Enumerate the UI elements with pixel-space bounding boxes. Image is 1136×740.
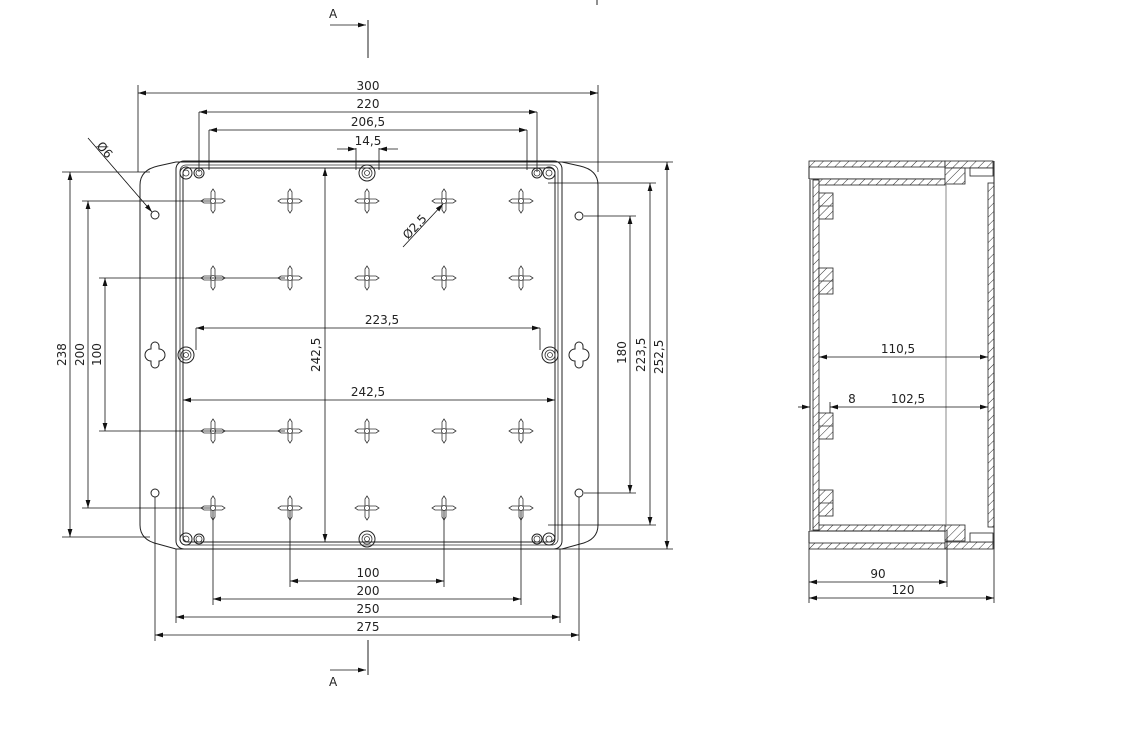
flange-hole-icon — [150, 488, 160, 498]
mounting-point-icon — [200, 188, 226, 214]
side-section-view: 110,5 8 102,5 90 120 — [798, 160, 995, 603]
body-inner-wall — [182, 167, 556, 543]
dim-180: 180 — [615, 341, 629, 364]
mounting-grid — [200, 188, 534, 521]
internal-boss-section — [818, 412, 834, 440]
bottom-wall — [817, 524, 947, 532]
dim-223-5-horizontal: 223,5 — [365, 313, 399, 327]
mounting-point-icon — [431, 418, 457, 444]
screw-boss-icon — [358, 164, 376, 182]
dim-100-horizontal: 100 — [357, 566, 380, 580]
corner-boss-icon — [179, 166, 205, 180]
dim-102-5: 102,5 — [891, 392, 925, 406]
dim-110-5: 110,5 — [881, 342, 915, 356]
body-rim — [179, 164, 559, 546]
dim-8: 8 — [848, 392, 856, 406]
dim-206-5: 206,5 — [351, 115, 385, 129]
mounting-point-icon — [508, 265, 534, 291]
body-outline — [175, 160, 563, 550]
dim-242-5-vertical: 242,5 — [309, 338, 323, 372]
dim-200-vertical: 200 — [73, 343, 87, 366]
dim-250: 250 — [357, 602, 380, 616]
flange-hole-icon — [574, 488, 584, 498]
mounting-point-icon — [508, 188, 534, 214]
internal-boss-section — [818, 489, 834, 517]
dim-90: 90 — [870, 567, 885, 581]
mounting-point-icon — [431, 265, 457, 291]
screw-bosses — [177, 164, 559, 548]
dim-14-5: 14,5 — [355, 134, 382, 148]
screw-boss-icon — [541, 346, 559, 364]
dim-200-horizontal: 200 — [357, 584, 380, 598]
mounting-point-icon — [277, 188, 303, 214]
front-view: 300 220 206,5 14,5 Ø6 Ø2,5 242,5 223,5 2… — [55, 79, 673, 641]
mounting-point-icon — [431, 188, 457, 214]
flange-outline — [139, 161, 599, 550]
mounting-point-icon — [354, 265, 380, 291]
keyhole-slot-icon — [568, 341, 590, 369]
section-marker-bottom: A — [329, 640, 369, 689]
mounting-point-icon — [354, 418, 380, 444]
internal-boss-section — [818, 192, 834, 220]
internal-boss-section — [818, 267, 834, 295]
corner-boss-icon — [531, 532, 556, 546]
callout-flange-hole: Ø6 — [94, 139, 116, 161]
mounting-point-icon — [508, 418, 534, 444]
lid-flange-top — [808, 160, 946, 168]
dim-252-5: 252,5 — [652, 340, 666, 374]
mounting-point-icon — [277, 265, 303, 291]
section-label-top: A — [329, 7, 338, 21]
callout-mount-hole: Ø2,5 — [400, 212, 430, 242]
mounting-point-icon — [354, 495, 380, 521]
corner-boss-icon — [531, 166, 556, 180]
flange-hole-icon — [150, 210, 160, 220]
screw-boss-icon — [358, 530, 376, 548]
screw-boss-icon — [177, 346, 195, 364]
section-label-bottom: A — [329, 675, 338, 689]
flange-hole-icon — [574, 211, 584, 221]
lid-wall — [987, 182, 995, 528]
mounting-point-icon — [354, 188, 380, 214]
top-wall — [817, 178, 947, 186]
corner-boss-icon — [179, 532, 205, 546]
dim-220: 220 — [357, 97, 380, 111]
dim-120: 120 — [892, 583, 915, 597]
mounting-point-icon — [277, 418, 303, 444]
dim-242-5-horizontal: 242,5 — [351, 385, 385, 399]
dim-238: 238 — [55, 343, 69, 366]
dim-223-5-vertical: 223,5 — [634, 338, 648, 372]
keyhole-slot-icon — [144, 341, 166, 369]
dim-100-vertical: 100 — [90, 343, 104, 366]
floor-wall — [812, 179, 820, 531]
lid-flange-bottom — [808, 542, 946, 550]
section-marker-top: A — [329, 7, 369, 58]
dim-275: 275 — [357, 620, 380, 634]
dim-300: 300 — [357, 79, 380, 93]
